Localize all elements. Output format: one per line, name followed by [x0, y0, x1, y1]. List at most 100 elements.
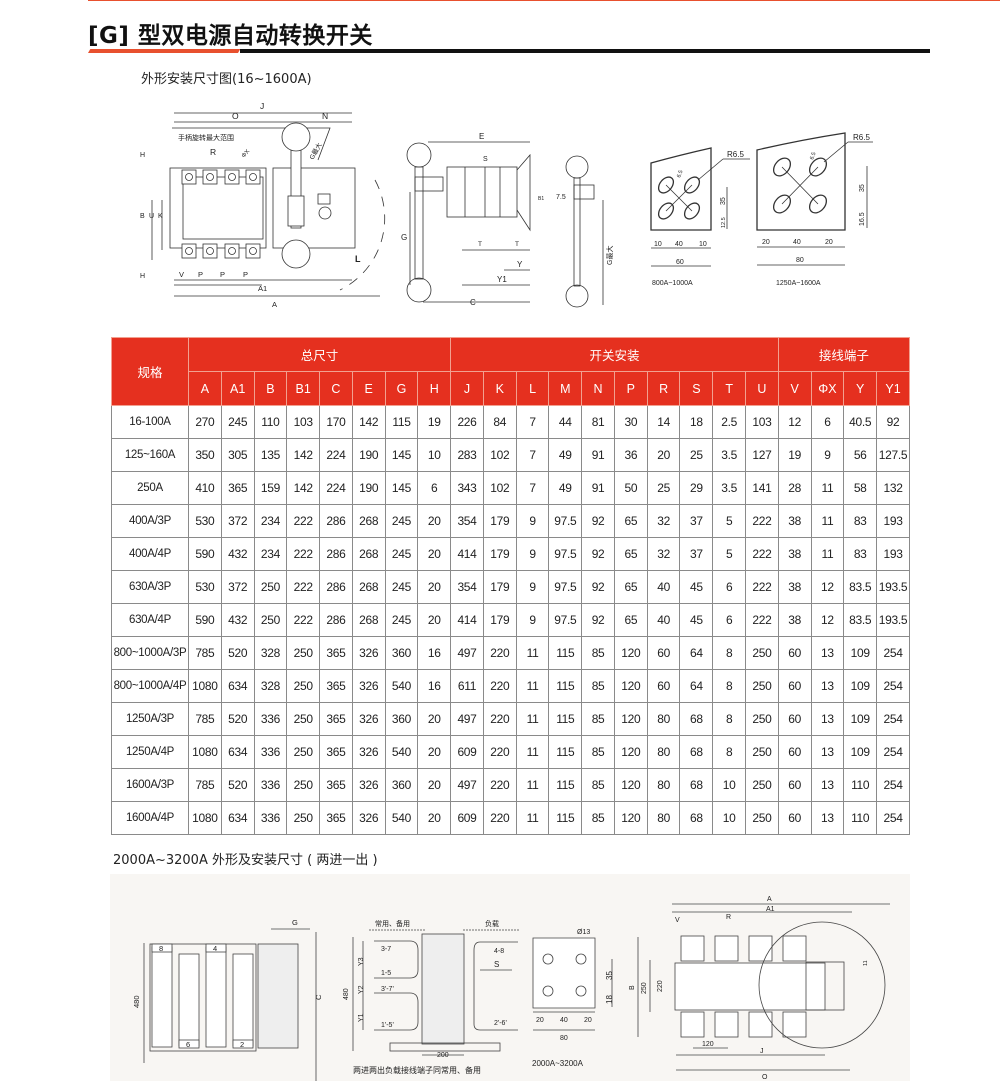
value-cell: 11 — [515, 702, 550, 736]
value-cell: 38 — [777, 603, 812, 637]
value-cell: 220 — [482, 735, 517, 769]
value-cell: 254 — [876, 768, 910, 802]
value-cell: 8 — [712, 636, 747, 670]
value-cell: 20 — [417, 702, 452, 736]
value-cell: 7 — [515, 471, 550, 505]
value-cell: 254 — [876, 702, 910, 736]
dim-label: R6.5 — [853, 133, 870, 142]
value-cell: 220 — [482, 636, 517, 670]
value-cell: 250 — [745, 768, 779, 802]
value-cell: 170 — [319, 405, 353, 439]
value-cell: 142 — [351, 405, 386, 439]
value-cell: 38 — [777, 537, 812, 571]
terminal-label: 3'-7' — [381, 986, 394, 993]
value-cell: 9 — [810, 438, 845, 472]
value-cell: 120 — [613, 636, 648, 670]
value-cell: 432 — [220, 537, 255, 571]
top-rule — [88, 0, 1000, 1]
value-cell: 224 — [319, 438, 353, 472]
value-cell: 92 — [581, 570, 615, 604]
spec-cell: 1250A/4P — [111, 735, 189, 769]
value-cell: 222 — [286, 570, 321, 604]
value-cell: 250 — [286, 801, 321, 835]
value-cell: 60 — [777, 636, 812, 670]
value-cell: 372 — [220, 504, 255, 538]
value-cell: 120 — [613, 735, 648, 769]
value-cell: 250 — [286, 702, 321, 736]
value-cell: 142 — [286, 471, 321, 505]
terminal-layout-2000-3200 — [352, 929, 519, 1056]
spec-cell: 125~160A — [111, 438, 189, 472]
dim-label: 250 — [641, 982, 648, 994]
dim-label: R6.5 — [727, 150, 744, 159]
value-cell: 19 — [417, 405, 452, 439]
dim-label: 20 — [762, 239, 770, 246]
value-cell: 11 — [810, 537, 845, 571]
value-cell: 5 — [712, 537, 747, 571]
value-cell: 84 — [482, 405, 517, 439]
spec-cell: 1250A/3P — [111, 702, 189, 736]
dim-label: 6.5 — [676, 169, 684, 178]
value-cell: 115 — [548, 636, 583, 670]
dim-label: T — [478, 241, 482, 248]
value-cell: 92 — [581, 603, 615, 637]
value-cell: 14 — [646, 405, 681, 439]
dim-label: B1 — [538, 196, 544, 202]
column-header: U — [745, 371, 779, 406]
dim-label: Y1 — [358, 1013, 365, 1022]
terminal-label: 3-7 — [381, 946, 391, 953]
plate-caption: 2000A~3200A — [532, 1059, 584, 1068]
value-cell: 20 — [646, 438, 681, 472]
value-cell: 120 — [613, 801, 648, 835]
table-group-header-row: 规格 总尺寸开关安装接线端子 — [111, 337, 911, 406]
dim-label: S — [483, 156, 488, 163]
value-cell: 12 — [810, 603, 845, 637]
dim-label: Y3 — [358, 957, 365, 966]
spec-cell: 800~1000A/4P — [111, 669, 189, 703]
value-cell: 60 — [777, 735, 812, 769]
value-cell: 37 — [679, 504, 714, 538]
dim-label: 40 — [675, 241, 683, 248]
value-cell: 115 — [548, 768, 583, 802]
value-cell: 350 — [188, 438, 222, 472]
dim-label: G — [292, 918, 298, 927]
value-cell: 13 — [810, 801, 845, 835]
value-cell: 12 — [810, 570, 845, 604]
value-cell: 110 — [843, 768, 878, 802]
dim-label: 35 — [605, 971, 614, 980]
dimension-drawing-top: J O N 手柄旋转最大范围 R G最大 ΦX H B U K H L V P … — [140, 101, 873, 309]
value-cell: 365 — [319, 735, 353, 769]
dim-label: E — [479, 132, 484, 141]
dim-label: C — [314, 994, 323, 1000]
value-cell: 49 — [548, 438, 583, 472]
value-cell: 179 — [482, 603, 517, 637]
value-cell: 365 — [319, 636, 353, 670]
dim-label: H — [140, 273, 145, 280]
spec-cell: 1600A/3P — [111, 768, 189, 802]
value-cell: 16 — [417, 669, 452, 703]
dim-label: K — [158, 213, 163, 220]
dim-label: 11 — [863, 960, 869, 966]
value-cell: 2.5 — [712, 405, 747, 439]
value-cell: 222 — [286, 504, 321, 538]
dim-label: 40 — [793, 239, 801, 246]
dim-label: 7.5 — [556, 194, 566, 201]
column-header: P — [613, 371, 648, 406]
terminal-label: 1-5 — [381, 970, 391, 977]
label-load: 负载 — [485, 919, 499, 928]
value-cell: 6 — [417, 471, 452, 505]
page-title: [G] 型双电源自动转换开关 — [88, 23, 373, 49]
value-cell: 224 — [319, 471, 353, 505]
dim-label: O — [762, 1074, 768, 1081]
value-cell: 179 — [482, 570, 517, 604]
value-cell: 92 — [876, 405, 910, 439]
value-cell: 245 — [384, 537, 419, 571]
spec-cell: 400A/3P — [111, 504, 189, 538]
column-header: R — [646, 371, 681, 406]
dimension-drawing-bottom: G 8 4 6 2 480 C 常用、备用 负载 3-7 1-5 3'-7' 1… — [132, 896, 890, 1081]
value-cell: 85 — [581, 801, 615, 835]
dim-label: 20 — [584, 1017, 592, 1024]
value-cell: 11 — [515, 768, 550, 802]
